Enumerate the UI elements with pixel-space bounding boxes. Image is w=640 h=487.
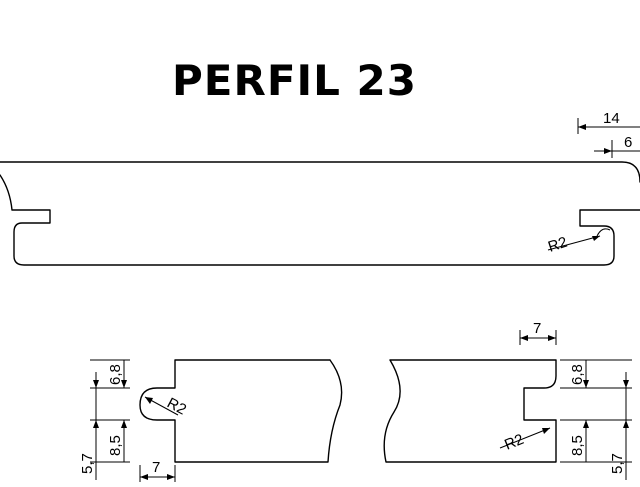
top-profile-outline [0, 161, 640, 266]
left-dim-width-arrowhead-1 [140, 474, 148, 480]
left-dim-total-label: 5,7 [79, 453, 96, 474]
right-radius-leader [499, 427, 551, 449]
top-radius-arc [596, 228, 611, 237]
left-dim-width-label: 7 [152, 459, 160, 476]
left-dim-lower-arrowhead [121, 420, 127, 428]
right-radius-arrowhead [542, 428, 550, 434]
top-radius-label: R2 [546, 234, 570, 256]
right-detail-outline [383, 359, 557, 463]
dim-6-arrowhead [604, 148, 612, 154]
right-dim-lower-label: 8,5 [569, 435, 586, 456]
left-dim-upper-arrowhead [121, 380, 127, 388]
dim-6-label: 6 [624, 134, 632, 151]
dim-14-arrowhead [578, 124, 586, 130]
dim-14-label: 14 [603, 110, 620, 127]
left-radius-arrowhead [145, 397, 153, 404]
left-dim-total-arrowhead-2 [93, 420, 99, 428]
drawing-title: PERFIL 23 [172, 56, 417, 105]
top-radius-arrowhead [592, 236, 600, 241]
left-dim-total-arrowhead-1 [93, 380, 99, 388]
left-detail-outline [139, 359, 343, 463]
right-dim-total-arrowhead-1 [623, 380, 629, 388]
left-dim-upper-label: 6,8 [107, 364, 124, 385]
right-dim-total-arrowhead-2 [623, 420, 629, 428]
top-profile: R2 14 6 [0, 110, 640, 266]
top-radius-leader [547, 235, 601, 251]
left-radius-label: R2 [164, 395, 189, 419]
right-dim-width-arrowhead-1 [520, 335, 528, 341]
right-radius-label: R2 [502, 431, 526, 454]
right-detail: R2 7 6,8 8,5 5,7 [383, 320, 632, 480]
left-dim-lower-label: 8,5 [107, 435, 124, 456]
left-detail: R2 6,8 8,5 5,7 7 [79, 359, 343, 482]
right-dim-lower-arrowhead [583, 420, 589, 428]
right-dim-width-arrowhead-2 [548, 335, 556, 341]
right-dim-upper-arrowhead [583, 380, 589, 388]
left-dim-width-arrowhead-2 [167, 474, 175, 480]
right-dim-upper-label: 6,8 [569, 364, 586, 385]
right-dim-width-label: 7 [533, 320, 541, 337]
right-dim-total-label: 5,7 [609, 453, 626, 474]
